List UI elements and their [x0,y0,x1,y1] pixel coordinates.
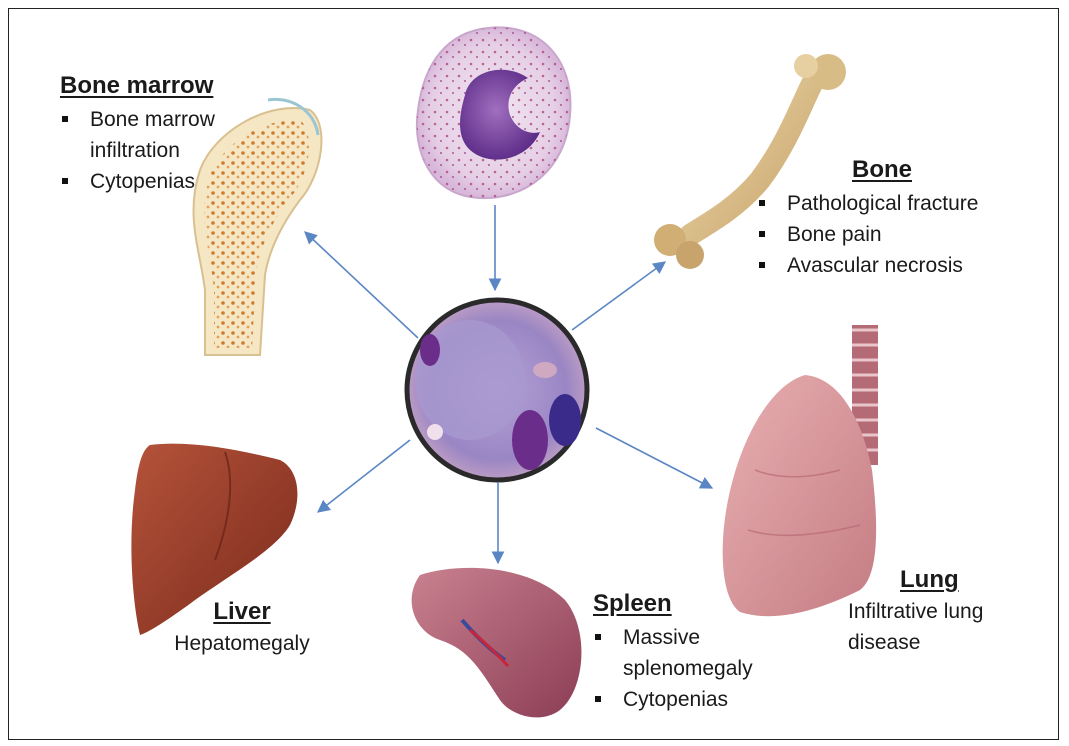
bullet-item: Cytopenias [60,166,230,197]
bullet-item: Massive splenomegaly [593,622,763,684]
spleen-title: Spleen [593,590,763,618]
lung-title: Lung [900,566,983,594]
arrow-to-bone-marrow [305,232,418,338]
bone-bullets: Pathological fracture Bone pain Avascula… [757,188,978,281]
arrow-to-bone [572,262,665,330]
liver-text-line: Hepatomegaly [172,628,312,659]
bone-marrow-title: Bone marrow [60,72,230,100]
arrow-to-liver [318,440,410,512]
lung-label: Lung Infiltrative lung disease [848,566,983,658]
bone-marrow-bullets: Bone marrow infiltration Cytopenias [60,104,230,197]
liver-title: Liver [172,598,312,626]
bone-marrow-label: Bone marrow Bone marrow infiltration Cyt… [60,72,230,197]
spleen-label: Spleen Massive splenomegaly Cytopenias [593,590,763,715]
cell-illustration [417,27,571,198]
bullet-item: Avascular necrosis [757,250,978,281]
arrow-to-lung [596,428,712,488]
bone-label: Bone Pathological fracture Bone pain Ava… [757,156,978,281]
micrograph [407,300,587,480]
spleen-illustration [412,568,582,718]
spleen-bullets: Massive splenomegaly Cytopenias [593,622,763,715]
bullet-item: Bone marrow infiltration [60,104,230,166]
lung-text-line: Infiltrative lung [848,596,983,627]
bullet-item: Bone pain [757,219,978,250]
bullet-item: Pathological fracture [757,188,978,219]
liver-label: Liver Hepatomegaly [172,598,312,659]
bone-title: Bone [852,156,978,184]
bullet-item: Cytopenias [593,684,763,715]
lung-text-line: disease [848,627,983,658]
